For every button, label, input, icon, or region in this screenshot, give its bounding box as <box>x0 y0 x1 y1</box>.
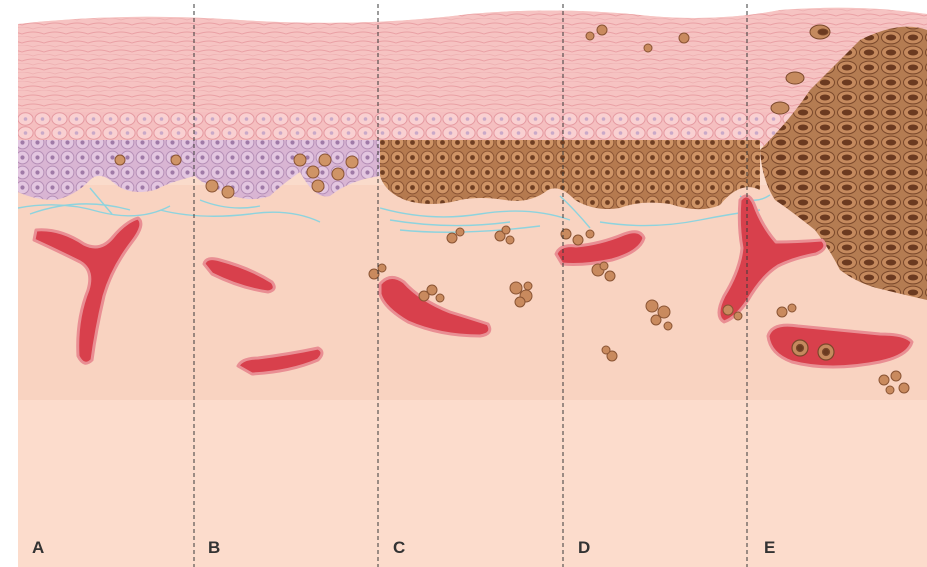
panel-label-e: E <box>764 538 775 558</box>
stratum-corneum <box>18 0 927 118</box>
panel-label-b: B <box>208 538 220 558</box>
panel-label-d: D <box>578 538 590 558</box>
panel-label-c: C <box>393 538 405 558</box>
panel-label-a: A <box>32 538 44 558</box>
reticular-dermis <box>18 400 927 567</box>
papillary-dermis <box>18 185 927 400</box>
